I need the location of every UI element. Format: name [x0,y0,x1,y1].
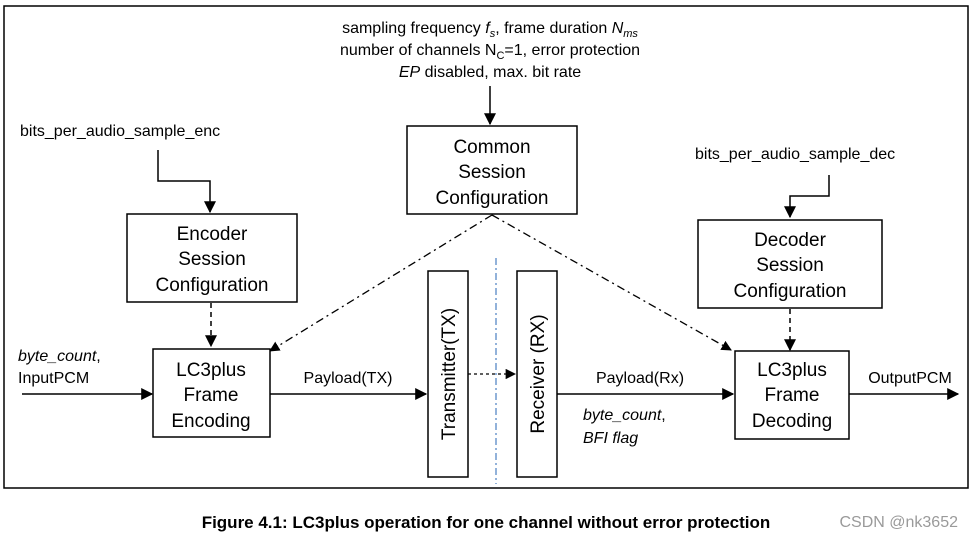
svg-text:sampling frequency fs, frame d: sampling frequency fs, frame duration Nm… [342,20,638,40]
svg-text:Encoding: Encoding [171,411,250,432]
receiver-box: Receiver (RX) [516,270,558,478]
svg-text:BFI flag: BFI flag [583,430,638,447]
svg-text:Receiver (RX): Receiver (RX) [528,314,549,433]
svg-text:Frame: Frame [184,385,239,406]
svg-text:Session: Session [178,249,246,270]
dec-bits-arrow [784,175,830,219]
common-to-encoding-arrow [269,214,493,352]
common-session-config-box: Common Session Configuration [406,125,578,215]
svg-text:InputPCM: InputPCM [18,370,89,387]
outer-frame [3,5,969,489]
figure-caption: Figure 4.1: LC3plus operation for one ch… [202,513,771,532]
rx-note: byte_count, BFI flag [583,407,666,447]
svg-text:Encoder: Encoder [177,224,248,245]
enc-bits-label: bits_per_audio_sample_enc [20,123,220,140]
watermark: CSDN @nk3652 [839,514,958,531]
dec-bits-label: bits_per_audio_sample_dec [695,146,895,163]
svg-text:Frame: Frame [765,385,820,406]
common-params-note: sampling frequency fs, frame duration Nm… [340,20,640,81]
svg-text:Configuration: Configuration [733,281,846,302]
common-to-decoding-arrow [491,214,732,351]
payload-rx-label: Payload(Rx) [596,370,684,387]
svg-text:Session: Session [458,162,526,183]
svg-text:number of channels NC=1, error: number of channels NC=1, error protectio… [340,42,640,62]
encoder-session-config-box: Encoder Session Configuration [126,213,298,303]
svg-text:Transmitter(TX): Transmitter(TX) [439,308,460,440]
svg-text:Configuration: Configuration [435,188,548,209]
svg-text:byte_count,: byte_count, [583,407,666,424]
svg-text:byte_count,: byte_count, [18,348,101,365]
decoder-session-config-box: Decoder Session Configuration [697,219,883,309]
enc-bits-arrow [157,150,216,214]
frame-encoding-box: LC3plus Frame Encoding [152,348,271,438]
transmitter-box: Transmitter(TX) [427,270,469,478]
frame-decoding-box: LC3plus Frame Decoding [734,350,850,440]
svg-text:Session: Session [756,255,824,276]
svg-text:Decoder: Decoder [754,230,826,251]
svg-text:Decoding: Decoding [752,411,832,432]
payload-tx-label: Payload(TX) [304,370,393,387]
input-label: byte_count, InputPCM [18,348,101,387]
svg-text:Common: Common [453,137,530,158]
svg-text:LC3plus: LC3plus [757,360,827,381]
svg-text:EP disabled, max. bit rate: EP disabled, max. bit rate [399,64,581,81]
svg-text:Configuration: Configuration [155,275,268,296]
svg-text:LC3plus: LC3plus [176,360,246,381]
output-label: OutputPCM [868,370,952,387]
